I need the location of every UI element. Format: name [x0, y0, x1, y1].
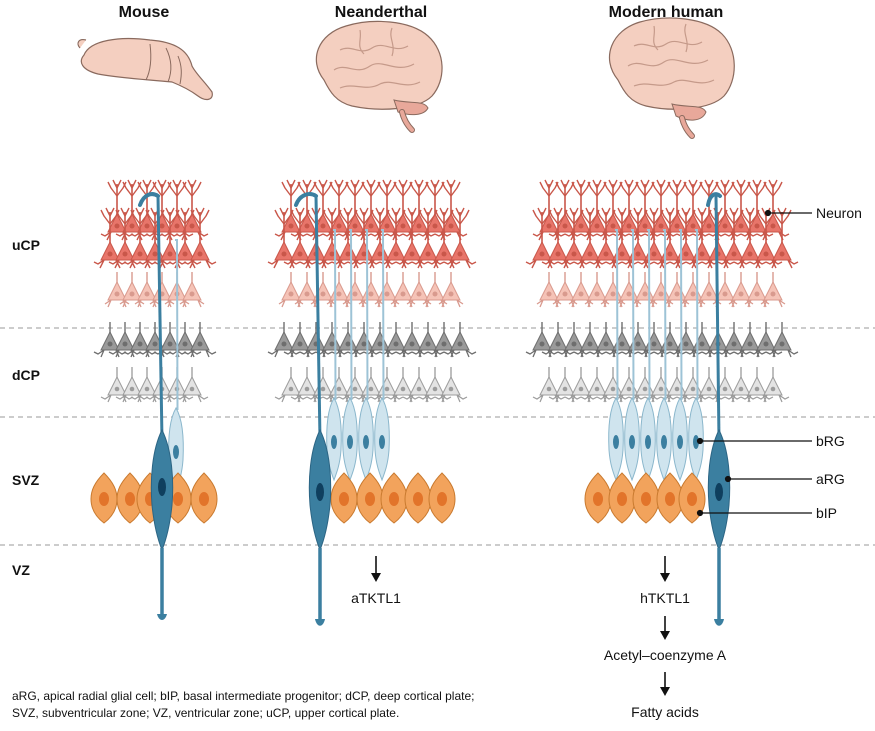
- deep-neuron-light: [338, 366, 372, 403]
- deep-neuron: [411, 321, 445, 358]
- deep-neuron: [395, 321, 429, 358]
- deep-neuron-light: [306, 366, 340, 403]
- layer-label-svz: SVZ: [12, 472, 40, 488]
- deep-neuron: [347, 321, 381, 358]
- mouse-bip-cell: [90, 472, 118, 524]
- neanderthal-bip-cell: [380, 472, 408, 524]
- mouse-title: Mouse: [118, 4, 170, 21]
- deep-neuron: [363, 321, 397, 358]
- brg-callout-dot: [696, 437, 704, 445]
- deep-neuron-light: [596, 366, 630, 403]
- mouse-neurons: [93, 179, 217, 403]
- bip-label: bIP: [816, 505, 838, 521]
- deep-neuron: [267, 321, 301, 358]
- deep-neuron-light: [740, 366, 774, 403]
- human-arg-cell: [706, 192, 731, 626]
- layer-dividers: [0, 327, 875, 546]
- deep-neuron-light: [402, 366, 436, 403]
- neanderthal-brg-cell: [325, 229, 343, 481]
- mouse-progenitors: [90, 192, 218, 620]
- deep-neuron-light: [274, 366, 308, 403]
- deep-neuron-light: [354, 366, 388, 403]
- neanderthal-neurons: [267, 179, 477, 403]
- neanderthal-brain-icon: [315, 20, 443, 133]
- deep-neuron-light: [322, 366, 356, 403]
- deep-neuron-light: [724, 366, 758, 403]
- neanderthal-bip-cell: [404, 472, 432, 524]
- upper-neuron-light: [438, 271, 464, 308]
- mouse-arg-cell: [138, 192, 174, 620]
- callout-lines: [696, 209, 812, 517]
- deep-neuron-light: [564, 366, 598, 403]
- layer-label-dcp: dCP: [12, 367, 40, 383]
- deep-neuron-light: [418, 366, 452, 403]
- mouse-brg-cell: [167, 239, 185, 491]
- acetyl-coa-label: Acetyl–coenzyme A: [603, 647, 727, 663]
- deep-neuron: [717, 321, 751, 358]
- deep-neuron: [557, 321, 591, 358]
- neanderthal-brg-cell: [373, 229, 391, 481]
- atktl1-label: aTKTL1: [351, 590, 401, 606]
- modern-human-title: Modern human: [608, 4, 724, 21]
- deep-neuron: [685, 321, 719, 358]
- brg-label: bRG: [816, 433, 845, 449]
- neanderthal-arrowhead: [371, 573, 381, 582]
- upper-neuron-light: [179, 271, 205, 308]
- neanderthal-bip-cell: [428, 472, 456, 524]
- human-bip-cell: [632, 472, 660, 524]
- deep-neuron-light: [386, 366, 420, 403]
- deep-neuron-light: [532, 366, 566, 403]
- upper-neuron-light: [760, 271, 786, 308]
- human-arrowhead-1: [660, 573, 670, 582]
- human-arrowhead-2: [660, 631, 670, 640]
- deep-neuron: [541, 321, 575, 358]
- deep-neuron-light: [370, 366, 404, 403]
- modern-human-progenitors: [584, 192, 731, 626]
- layer-label-vz: VZ: [12, 562, 30, 578]
- deep-neuron-light: [756, 366, 790, 403]
- deep-neuron-light: [580, 366, 614, 403]
- deep-neuron: [765, 321, 799, 358]
- neuron-callout-dot: [764, 209, 772, 217]
- deep-neuron-light: [434, 366, 468, 403]
- modern-human-neurons: [525, 179, 799, 403]
- arg-label: aRG: [816, 471, 845, 487]
- deep-neuron: [525, 321, 559, 358]
- fatty-acids-label: Fatty acids: [631, 704, 699, 720]
- pathway-arrows: [371, 556, 670, 696]
- deep-neuron-light: [708, 366, 742, 403]
- deep-neuron-light: [548, 366, 582, 403]
- deep-neuron: [733, 321, 767, 358]
- human-bip-cell: [584, 472, 612, 524]
- human-arrowhead-3: [660, 687, 670, 696]
- abbreviation-legend: aRG, apical radial glial cell; bIP, basa…: [12, 689, 475, 720]
- deep-neuron: [331, 321, 365, 358]
- neanderthal-brg-cell: [341, 229, 359, 481]
- neanderthal-brg-cell: [357, 229, 375, 481]
- neuron-label: Neuron: [816, 205, 862, 221]
- neanderthal-bip-cell: [330, 472, 358, 524]
- deep-neuron: [283, 321, 317, 358]
- deep-neuron: [749, 321, 783, 358]
- deep-neuron: [443, 321, 477, 358]
- arg-callout-dot: [724, 475, 732, 483]
- deep-neuron: [315, 321, 349, 358]
- modern-human-brain-icon: [608, 17, 735, 139]
- neanderthal-bip-cell: [356, 472, 384, 524]
- deep-neuron: [379, 321, 413, 358]
- mouse-brain-icon: [77, 37, 213, 101]
- layer-label-ucp: uCP: [12, 237, 40, 253]
- neanderthal-title: Neanderthal: [334, 4, 428, 21]
- deep-neuron: [299, 321, 333, 358]
- deep-neuron: [427, 321, 461, 358]
- deep-neuron: [573, 321, 607, 358]
- human-bip-cell: [608, 472, 636, 524]
- neanderthal-progenitors: [294, 192, 456, 626]
- bip-callout-dot: [696, 509, 704, 517]
- neanderthal-arg-cell: [294, 192, 332, 626]
- mouse-bip-cell: [190, 472, 218, 524]
- htktl1-label: hTKTL1: [640, 590, 690, 606]
